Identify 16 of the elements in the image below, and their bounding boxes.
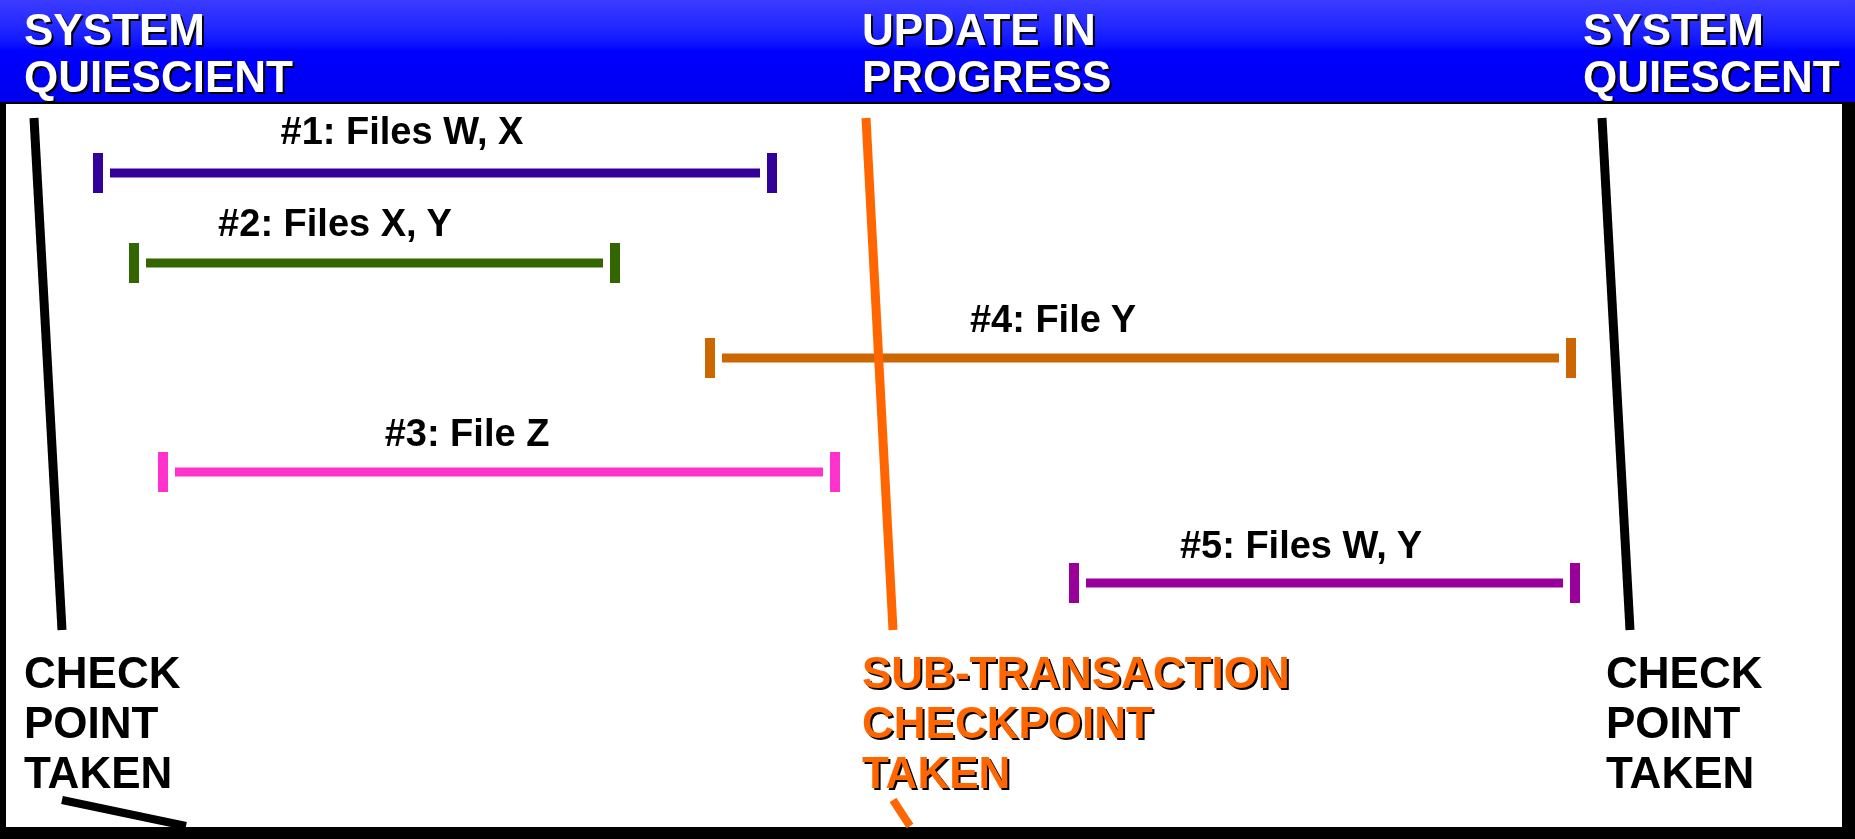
interval-label: #5: Files W, Y [1179, 524, 1423, 566]
timeline-line [1597, 117, 1635, 631]
phase-heading: SYSTEM QUIESCENT [1583, 6, 1853, 100]
interval-label: #4: File Y [969, 298, 1137, 340]
leader-line [889, 797, 914, 829]
checkpoint-label: CHECK POINT TAKEN [24, 648, 264, 798]
phase-heading: UPDATE IN PROGRESS [862, 6, 1192, 100]
checkpoint-label: SUB-TRANSACTION CHECKPOINT TAKEN [862, 648, 1302, 798]
interval-label: #3: File Z [384, 412, 550, 454]
timeline-line [29, 117, 67, 631]
leader-line [61, 796, 187, 830]
checkpoint-label: CHECK POINT TAKEN [1606, 648, 1846, 798]
phase-heading: SYSTEM QUIESCIENT [24, 6, 314, 100]
timeline-line [861, 117, 898, 631]
interval-label: #2: Files X, Y [218, 202, 452, 244]
interval-label: #1: Files W, X [280, 110, 524, 152]
